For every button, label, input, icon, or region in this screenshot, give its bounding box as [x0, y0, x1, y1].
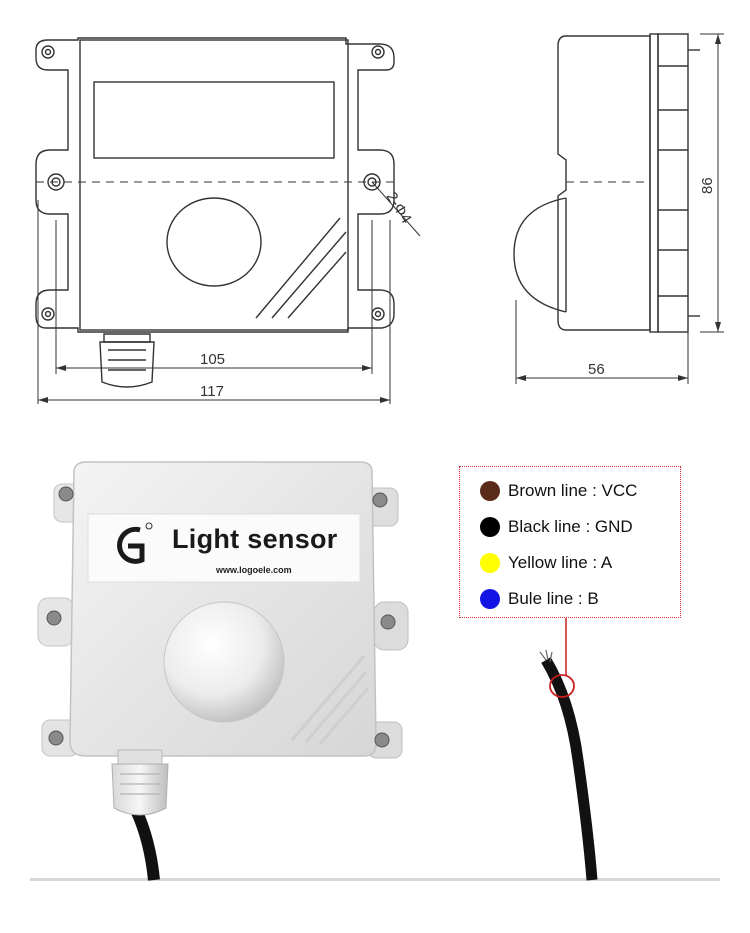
black-dot-icon: [480, 517, 500, 537]
legend-item-blue: Bule line : B: [480, 587, 599, 611]
legend-item-yellow: Yellow line : A: [480, 551, 612, 575]
dimension-56: 56: [588, 361, 605, 378]
legend-label: Black line : GND: [508, 517, 633, 536]
cable-wires: [539, 649, 553, 663]
yellow-dot-icon: [480, 553, 500, 573]
brand-logo: [117, 522, 153, 564]
legend-label: Brown line : VCC: [508, 481, 638, 500]
front-view-drawing: [35, 37, 421, 404]
hole-callout: 2-Φ4: [383, 189, 415, 227]
legend-label: Yellow line : A: [508, 553, 613, 572]
sensor-photo: [37, 461, 409, 816]
loose-cable: [541, 657, 598, 881]
product-title: Light sensor: [172, 524, 338, 554]
legend-item-brown: Brown line : VCC: [480, 479, 637, 503]
product-url: www.logoele.com: [216, 565, 292, 575]
sensor-cable: [130, 807, 160, 881]
wire-legend: Brown line : VCC Black line : GND Yellow…: [459, 466, 681, 618]
dimension-117: 117: [200, 383, 224, 400]
side-view-drawing: [513, 33, 724, 384]
blue-dot-icon: [480, 589, 500, 609]
ground-shadow: [30, 878, 720, 881]
dimension-105: 105: [200, 351, 225, 368]
dimension-86: 86: [699, 177, 716, 194]
legend-item-black: Black line : GND: [480, 515, 633, 539]
brown-dot-icon: [480, 481, 500, 501]
legend-label: Bule line : B: [508, 589, 599, 608]
legend-callout-circle: [549, 674, 575, 698]
